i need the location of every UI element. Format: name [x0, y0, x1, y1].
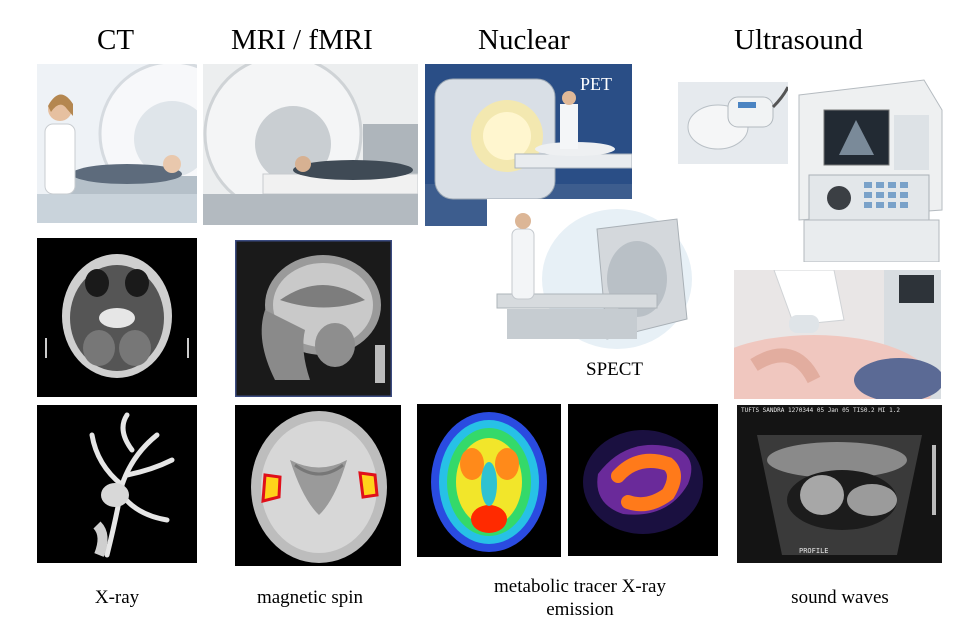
pet-label: PET — [580, 74, 613, 94]
fetal-ultrasound-scan: TUFTS SANDRA 1270344 05 Jan 05 TIS0.2 MI… — [737, 405, 942, 563]
mri-sagittal-slice — [235, 240, 392, 397]
spect-scanner-photo: SPECT — [487, 199, 695, 389]
ct-axial-slice — [37, 238, 197, 397]
ultrasound-exam-photo — [734, 270, 941, 399]
spect-label: SPECT — [586, 359, 644, 380]
mri-caption: magnetic spin — [256, 587, 364, 608]
spect-cardiac-scan — [568, 404, 718, 556]
nuclear-caption-line2: emission — [546, 599, 614, 620]
ultrasound-profile-text: PROFILE — [799, 547, 829, 555]
ct-caption: X-ray — [94, 587, 140, 608]
nuclear-caption-line1: metabolic tracer X-ray — [494, 576, 666, 597]
ultrasound-probe-photo — [678, 82, 788, 164]
ct-title: CT — [97, 24, 135, 56]
mri-scanner-photo — [203, 64, 418, 225]
ultrasound-machine-photo — [794, 70, 944, 262]
ct-angiography — [37, 405, 197, 563]
mri-title: MRI / fMRI — [231, 24, 373, 56]
pet-brain-scan — [417, 404, 561, 557]
nuclear-title: Nuclear — [478, 24, 570, 56]
ultrasound-caption: sound waves — [791, 587, 889, 608]
ultrasound-header-text: TUFTS SANDRA 1270344 05 Jan 05 TIS0.2 MI… — [741, 407, 900, 414]
ultrasound-title: Ultrasound — [734, 24, 863, 56]
fmri-axial-slice — [235, 405, 401, 566]
ct-scanner-photo — [37, 64, 197, 223]
